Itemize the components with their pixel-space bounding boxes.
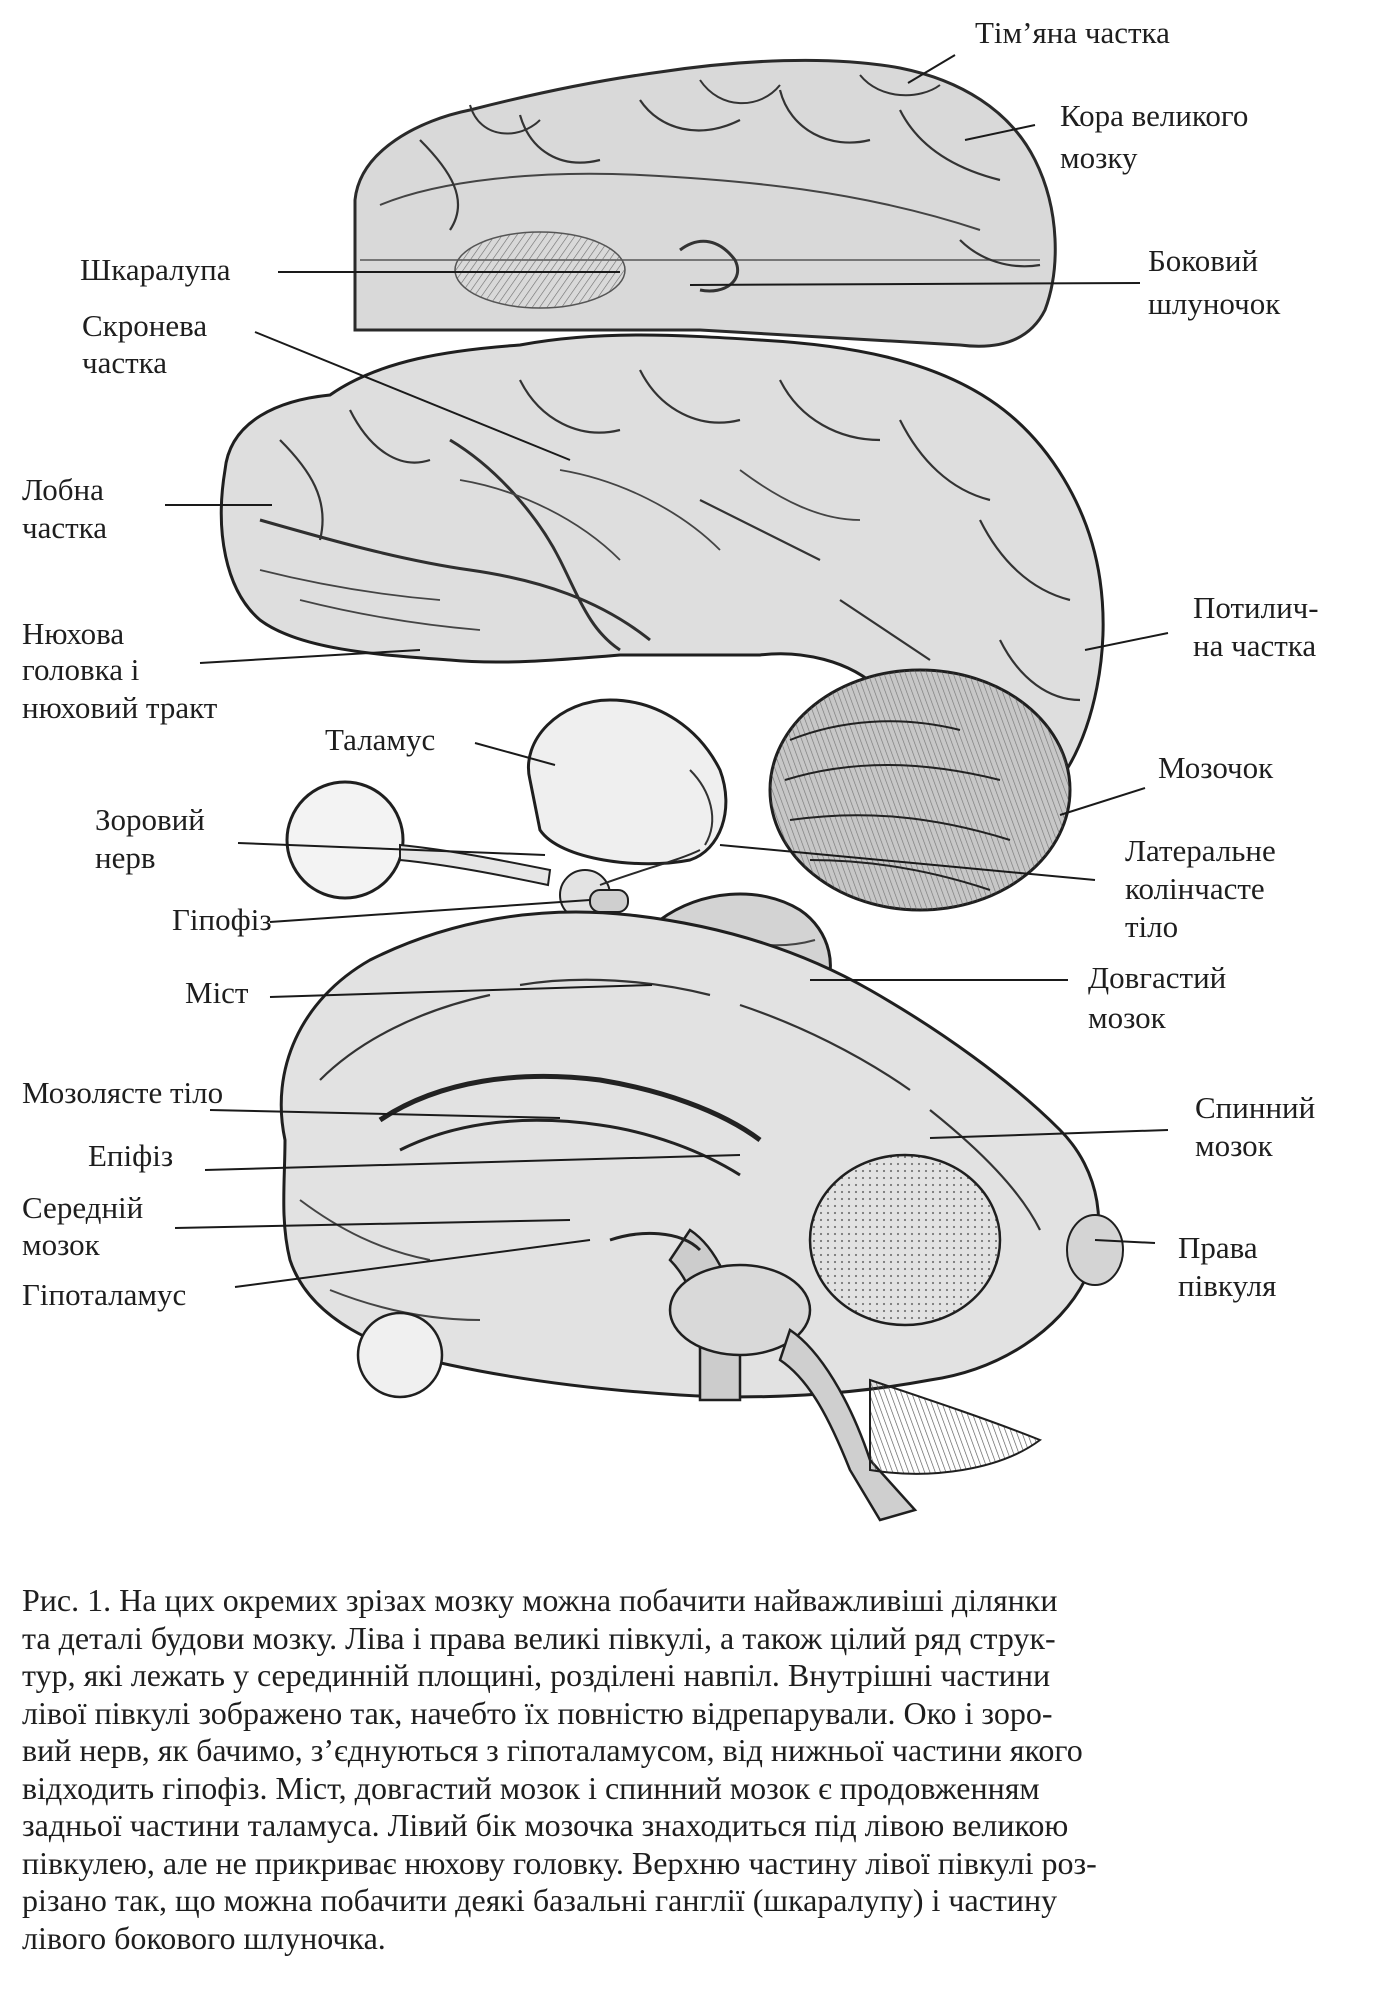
label-lateral-ventricle-line1: Боковий	[1148, 243, 1259, 278]
label-pons: Міст	[185, 975, 249, 1010]
label-parietal-lobe: Тім’яна частка	[975, 15, 1170, 50]
brain-drawing	[165, 54, 1169, 1522]
caption-line: вий нерв, як бачимо, з’єднуються з гіпот…	[22, 1732, 1083, 1768]
label-hypothalamus: Гіпоталамус	[22, 1277, 187, 1312]
label-cerebellum: Мозочок	[1158, 750, 1274, 785]
brain-illustration: Тім’яна частка Кора великого мозку Шкара…	[22, 15, 1319, 1522]
caption-line: півкулею, але не прикриває нюхову головк…	[22, 1844, 1097, 1881]
caption-line: лівого бокового шлуночка.	[22, 1919, 386, 1956]
upper-hemisphere-slab	[353, 58, 1057, 348]
label-olfactory-line3: нюховий тракт	[22, 690, 218, 725]
caption-line: задньої частини таламуса. Лівий бік мозо…	[22, 1807, 1069, 1843]
left-hemisphere	[219, 333, 1105, 822]
label-epiphysis: Епіфіз	[88, 1138, 174, 1173]
label-lgn-line2: колінчасте	[1125, 871, 1265, 906]
label-spinal-cord-line2: мозок	[1195, 1128, 1273, 1163]
caption-line: різано так, що можна побачити деякі база…	[22, 1882, 1058, 1918]
label-temporal-lobe-line1: Скронева	[82, 308, 208, 343]
label-right-hemisphere-line1: Права	[1178, 1230, 1258, 1265]
caption-line: Рис. 1. На цих окремих зрізах мозку можн…	[22, 1582, 1058, 1618]
label-temporal-lobe-line2: частка	[82, 345, 168, 380]
thalamus-drawing	[527, 698, 728, 866]
label-olfactory-line1: Нюхова	[22, 616, 125, 651]
label-corpus-callosum: Мозолясте тіло	[22, 1075, 224, 1110]
label-cortex-line1: Кора великого	[1060, 98, 1249, 133]
label-occipital-line2: на частка	[1193, 628, 1317, 663]
label-midbrain-line1: Середній	[22, 1190, 144, 1225]
caption-line: тур, які лежать у серединній площині, ро…	[22, 1657, 1051, 1693]
label-putamen: Шкаралупа	[80, 252, 231, 287]
figure-caption: Рис. 1. На цих окремих зрізах мозку можн…	[22, 1582, 1352, 1957]
medial-hemisphere	[279, 910, 1124, 1522]
label-olfactory-line2: головка і	[22, 652, 140, 687]
eye-and-optic-nerve	[285, 780, 701, 921]
label-lgn-line1: Латеральне	[1125, 833, 1276, 868]
label-medulla-line1: Довгастий	[1088, 960, 1227, 995]
label-lgn-line3: тіло	[1125, 909, 1179, 944]
label-frontal-lobe-line1: Лобна	[22, 472, 104, 507]
leader-lines	[165, 54, 1169, 1288]
label-thalamus: Таламус	[325, 722, 436, 757]
label-right-hemisphere-line2: півкуля	[1178, 1268, 1277, 1303]
label-lateral-ventricle-line2: шлуночок	[1148, 286, 1281, 321]
label-optic-nerve-line1: Зоровий	[95, 802, 205, 837]
cerebellum-drawing	[768, 668, 1072, 912]
label-cortex-line2: мозку	[1060, 140, 1138, 175]
caption-line: відходить гіпофіз. Міст, довгастий мозок…	[22, 1769, 1040, 1806]
label-spinal-cord-line1: Спинний	[1195, 1090, 1316, 1125]
label-optic-nerve-line2: нерв	[95, 840, 156, 875]
label-frontal-lobe-line2: частка	[22, 510, 108, 545]
caption-line: та деталі будови мозку. Ліва і права вел…	[22, 1619, 1056, 1656]
label-midbrain-line2: мозок	[22, 1227, 100, 1262]
label-pituitary: Гіпофіз	[172, 902, 272, 937]
label-occipital-line1: Потилич-	[1193, 590, 1319, 625]
caption-line: лівої півкулі зображено так, начебто їх …	[22, 1694, 1053, 1731]
label-medulla-line2: мозок	[1088, 1000, 1166, 1035]
